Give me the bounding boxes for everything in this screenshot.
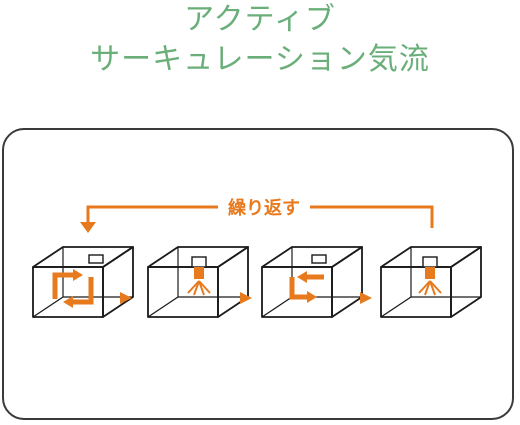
downward-airflow-icon [187, 256, 211, 296]
downward-airflow-icon [418, 256, 442, 296]
repeat-loop-arrow: 繰り返す [80, 196, 434, 233]
diagram-panel [2, 128, 514, 420]
title-line-2: サーキュレーション気流 [90, 42, 430, 77]
circulating-airflow-icon [289, 254, 327, 303]
step-4-room [380, 246, 482, 318]
step-3-room [261, 246, 363, 318]
step-1-room [32, 246, 134, 318]
circulating-airflow-icon [52, 254, 104, 308]
step-2-room [147, 246, 249, 318]
title-line-1: アクティブ [184, 2, 336, 37]
repeat-label: 繰り返す [228, 197, 300, 219]
step-arrow-1 [120, 292, 132, 304]
step-arrow-2 [240, 292, 252, 304]
step-arrow-3 [360, 292, 372, 304]
